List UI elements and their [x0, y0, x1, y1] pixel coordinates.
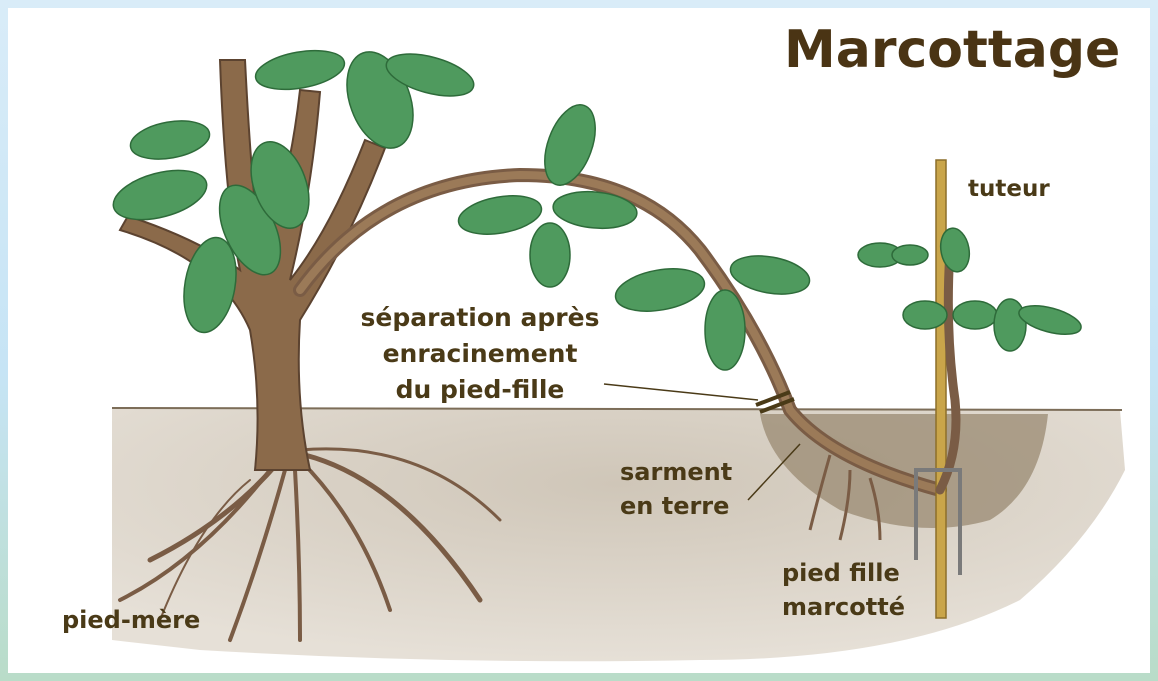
label-tuteur: tuteur: [968, 176, 1050, 202]
label-pied-mere: pied-mère: [62, 606, 200, 634]
label-separation: séparation après enracinement du pied-fi…: [345, 300, 615, 408]
stake: [936, 160, 946, 618]
leader-separation: [604, 384, 758, 400]
label-sarment: sarment en terre: [620, 455, 732, 523]
diagram-title: Marcottage: [784, 20, 1120, 80]
label-pied-fille: pied fille marcotté: [782, 556, 905, 624]
